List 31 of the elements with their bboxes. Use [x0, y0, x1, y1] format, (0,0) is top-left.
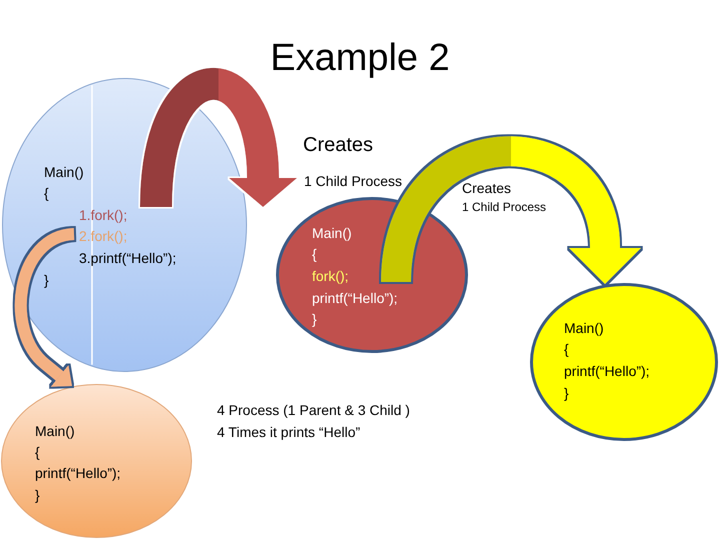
code-line: }: [35, 486, 40, 504]
process-ellipse: [530, 283, 718, 441]
code-line: 3.printf(“Hello”);: [79, 250, 176, 267]
process-ellipse: [276, 197, 468, 353]
code-line: {: [44, 185, 49, 202]
code-line: Main(): [564, 320, 604, 336]
annotation-text: Creates: [462, 180, 512, 197]
title: Example 2: [270, 36, 450, 80]
code-line: printf(“Hello”);: [35, 465, 121, 482]
code-line: 2.fork();: [79, 228, 128, 246]
annotation-text: Creates: [303, 133, 374, 157]
code-line: Main(): [312, 224, 352, 242]
code-line: printf(“Hello”);: [564, 362, 650, 380]
code-line: {: [312, 246, 317, 264]
code-line: fork();: [312, 268, 349, 285]
curved-arrow: [140, 68, 297, 208]
code-line: }: [564, 384, 569, 402]
code-line: Main(): [35, 422, 75, 440]
code-line: printf(“Hello”);: [312, 290, 398, 307]
code-line: }: [312, 311, 317, 328]
process-ellipse: [2, 78, 247, 372]
code-line: }: [44, 272, 49, 288]
code-line: 1.fork();: [79, 206, 128, 224]
code-line: Main(): [44, 164, 84, 180]
annotation-text: 1 Child Process: [462, 200, 546, 214]
code-line: {: [35, 444, 40, 461]
process-ellipse: [1, 384, 192, 538]
annotation-text: 4 Process (1 Parent & 3 Child ): [217, 402, 410, 418]
code-line: {: [564, 341, 569, 358]
annotation-text: 1 Child Process: [304, 172, 402, 190]
annotation-text: 4 Times it prints “Hello”: [217, 424, 360, 440]
